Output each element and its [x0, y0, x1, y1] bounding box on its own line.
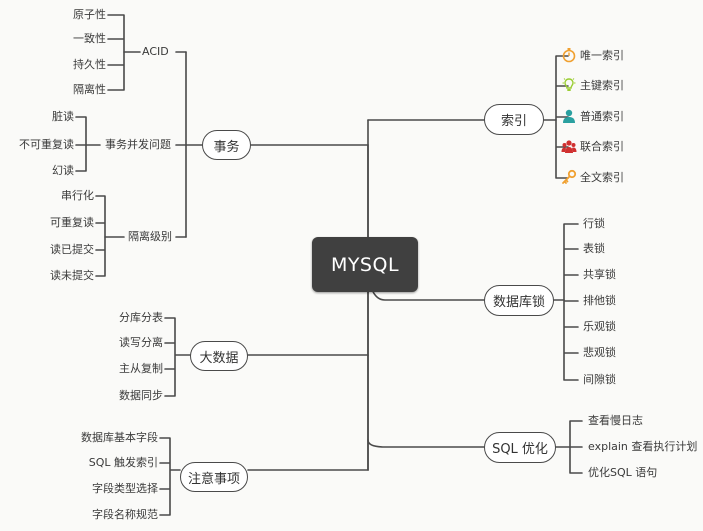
leaf-locks-2[interactable]: 表锁 — [583, 242, 605, 255]
leaf-optimize-1[interactable]: 查看慢日志 — [588, 414, 643, 427]
node-bigdata[interactable]: 大数据 — [190, 341, 248, 371]
leaf-notes-4[interactable]: 字段名称规范 — [92, 508, 158, 521]
node-notes-label: 注意事项 — [187, 471, 240, 487]
leaf-locks-5[interactable]: 乐观锁 — [583, 320, 616, 333]
leaf-index-5[interactable]: 全文索引 — [580, 171, 624, 184]
stopwatch-icon — [562, 48, 576, 63]
leaf-acid-1[interactable]: 原子性 — [73, 8, 106, 21]
node-locks[interactable]: 数据库锁 — [484, 285, 554, 316]
node-optimize-label: SQL 优化 — [492, 442, 548, 457]
leaf-acid-2[interactable]: 一致性 — [73, 32, 106, 45]
node-optimize[interactable]: SQL 优化 — [484, 432, 556, 463]
node-transactions-label: 事务 — [213, 139, 240, 155]
leaf-index-3[interactable]: 普通索引 — [580, 110, 624, 123]
leaf-index-1[interactable]: 唯一索引 — [580, 49, 624, 62]
leaf-locks-1[interactable]: 行锁 — [583, 217, 605, 230]
leaf-bigdata-4[interactable]: 数据同步 — [119, 389, 163, 402]
connector-bigdata — [247, 291, 369, 356]
label-acid[interactable]: ACID — [142, 45, 169, 58]
leaf-locks-3[interactable]: 共享锁 — [583, 268, 616, 281]
leaf-bigdata-2[interactable]: 读写分离 — [119, 336, 163, 349]
person-icon — [563, 109, 575, 123]
leaf-index-2[interactable]: 主键索引 — [580, 79, 624, 92]
label-isolation[interactable]: 隔离级别 — [128, 230, 172, 243]
leaf-locks-4[interactable]: 排他锁 — [583, 294, 616, 307]
node-notes[interactable]: 注意事项 — [180, 462, 248, 492]
node-locks-label: 数据库锁 — [492, 295, 545, 310]
key-icon — [562, 169, 577, 184]
group-icon — [561, 140, 577, 153]
leaf-isolation-3[interactable]: 读已提交 — [50, 243, 94, 256]
leaf-concurrency-1[interactable]: 脏读 — [52, 110, 74, 123]
connector-tx-spine — [185, 51, 203, 238]
leaf-acid-4[interactable]: 隔离性 — [73, 83, 106, 96]
leaf-notes-1[interactable]: 数据库基本字段 — [81, 431, 158, 444]
leaf-bigdata-1[interactable]: 分库分表 — [119, 311, 163, 324]
node-bigdata-label: 大数据 — [199, 350, 239, 366]
node-index-label: 索引 — [500, 114, 527, 129]
connector-optimize — [367, 439, 485, 448]
leaf-isolation-1[interactable]: 串行化 — [61, 189, 94, 202]
leaf-notes-3[interactable]: 字段类型选择 — [92, 482, 158, 495]
leaf-isolation-4[interactable]: 读未提交 — [50, 269, 94, 282]
leaf-optimize-3[interactable]: 优化SQL 语句 — [588, 466, 658, 479]
leaf-acid-3[interactable]: 持久性 — [73, 58, 106, 71]
leaf-isolation-2[interactable]: 可重复读 — [50, 216, 94, 229]
leaf-concurrency-2[interactable]: 不可重复读 — [19, 138, 74, 151]
leaf-optimize-2[interactable]: explain 查看执行计划 — [588, 440, 698, 453]
root-label: MYSQL — [330, 253, 400, 276]
leaf-notes-2[interactable]: SQL 触发索引 — [88, 456, 158, 469]
label-concurrency[interactable]: 事务并发问题 — [105, 138, 171, 151]
connector-transactions — [250, 144, 369, 238]
node-transactions[interactable]: 事务 — [202, 130, 251, 160]
connector-notes — [247, 354, 369, 471]
leaf-bigdata-3[interactable]: 主从复制 — [119, 362, 163, 375]
leaf-locks-6[interactable]: 悲观锁 — [583, 346, 616, 359]
leaf-index-4[interactable]: 联合索引 — [580, 140, 624, 153]
leaf-locks-7[interactable]: 间隙锁 — [583, 373, 616, 386]
leaf-concurrency-3[interactable]: 幻读 — [52, 164, 74, 177]
lightbulb-icon — [562, 78, 576, 91]
root-node[interactable]: MYSQL — [312, 237, 418, 292]
node-index[interactable]: 索引 — [484, 104, 544, 135]
